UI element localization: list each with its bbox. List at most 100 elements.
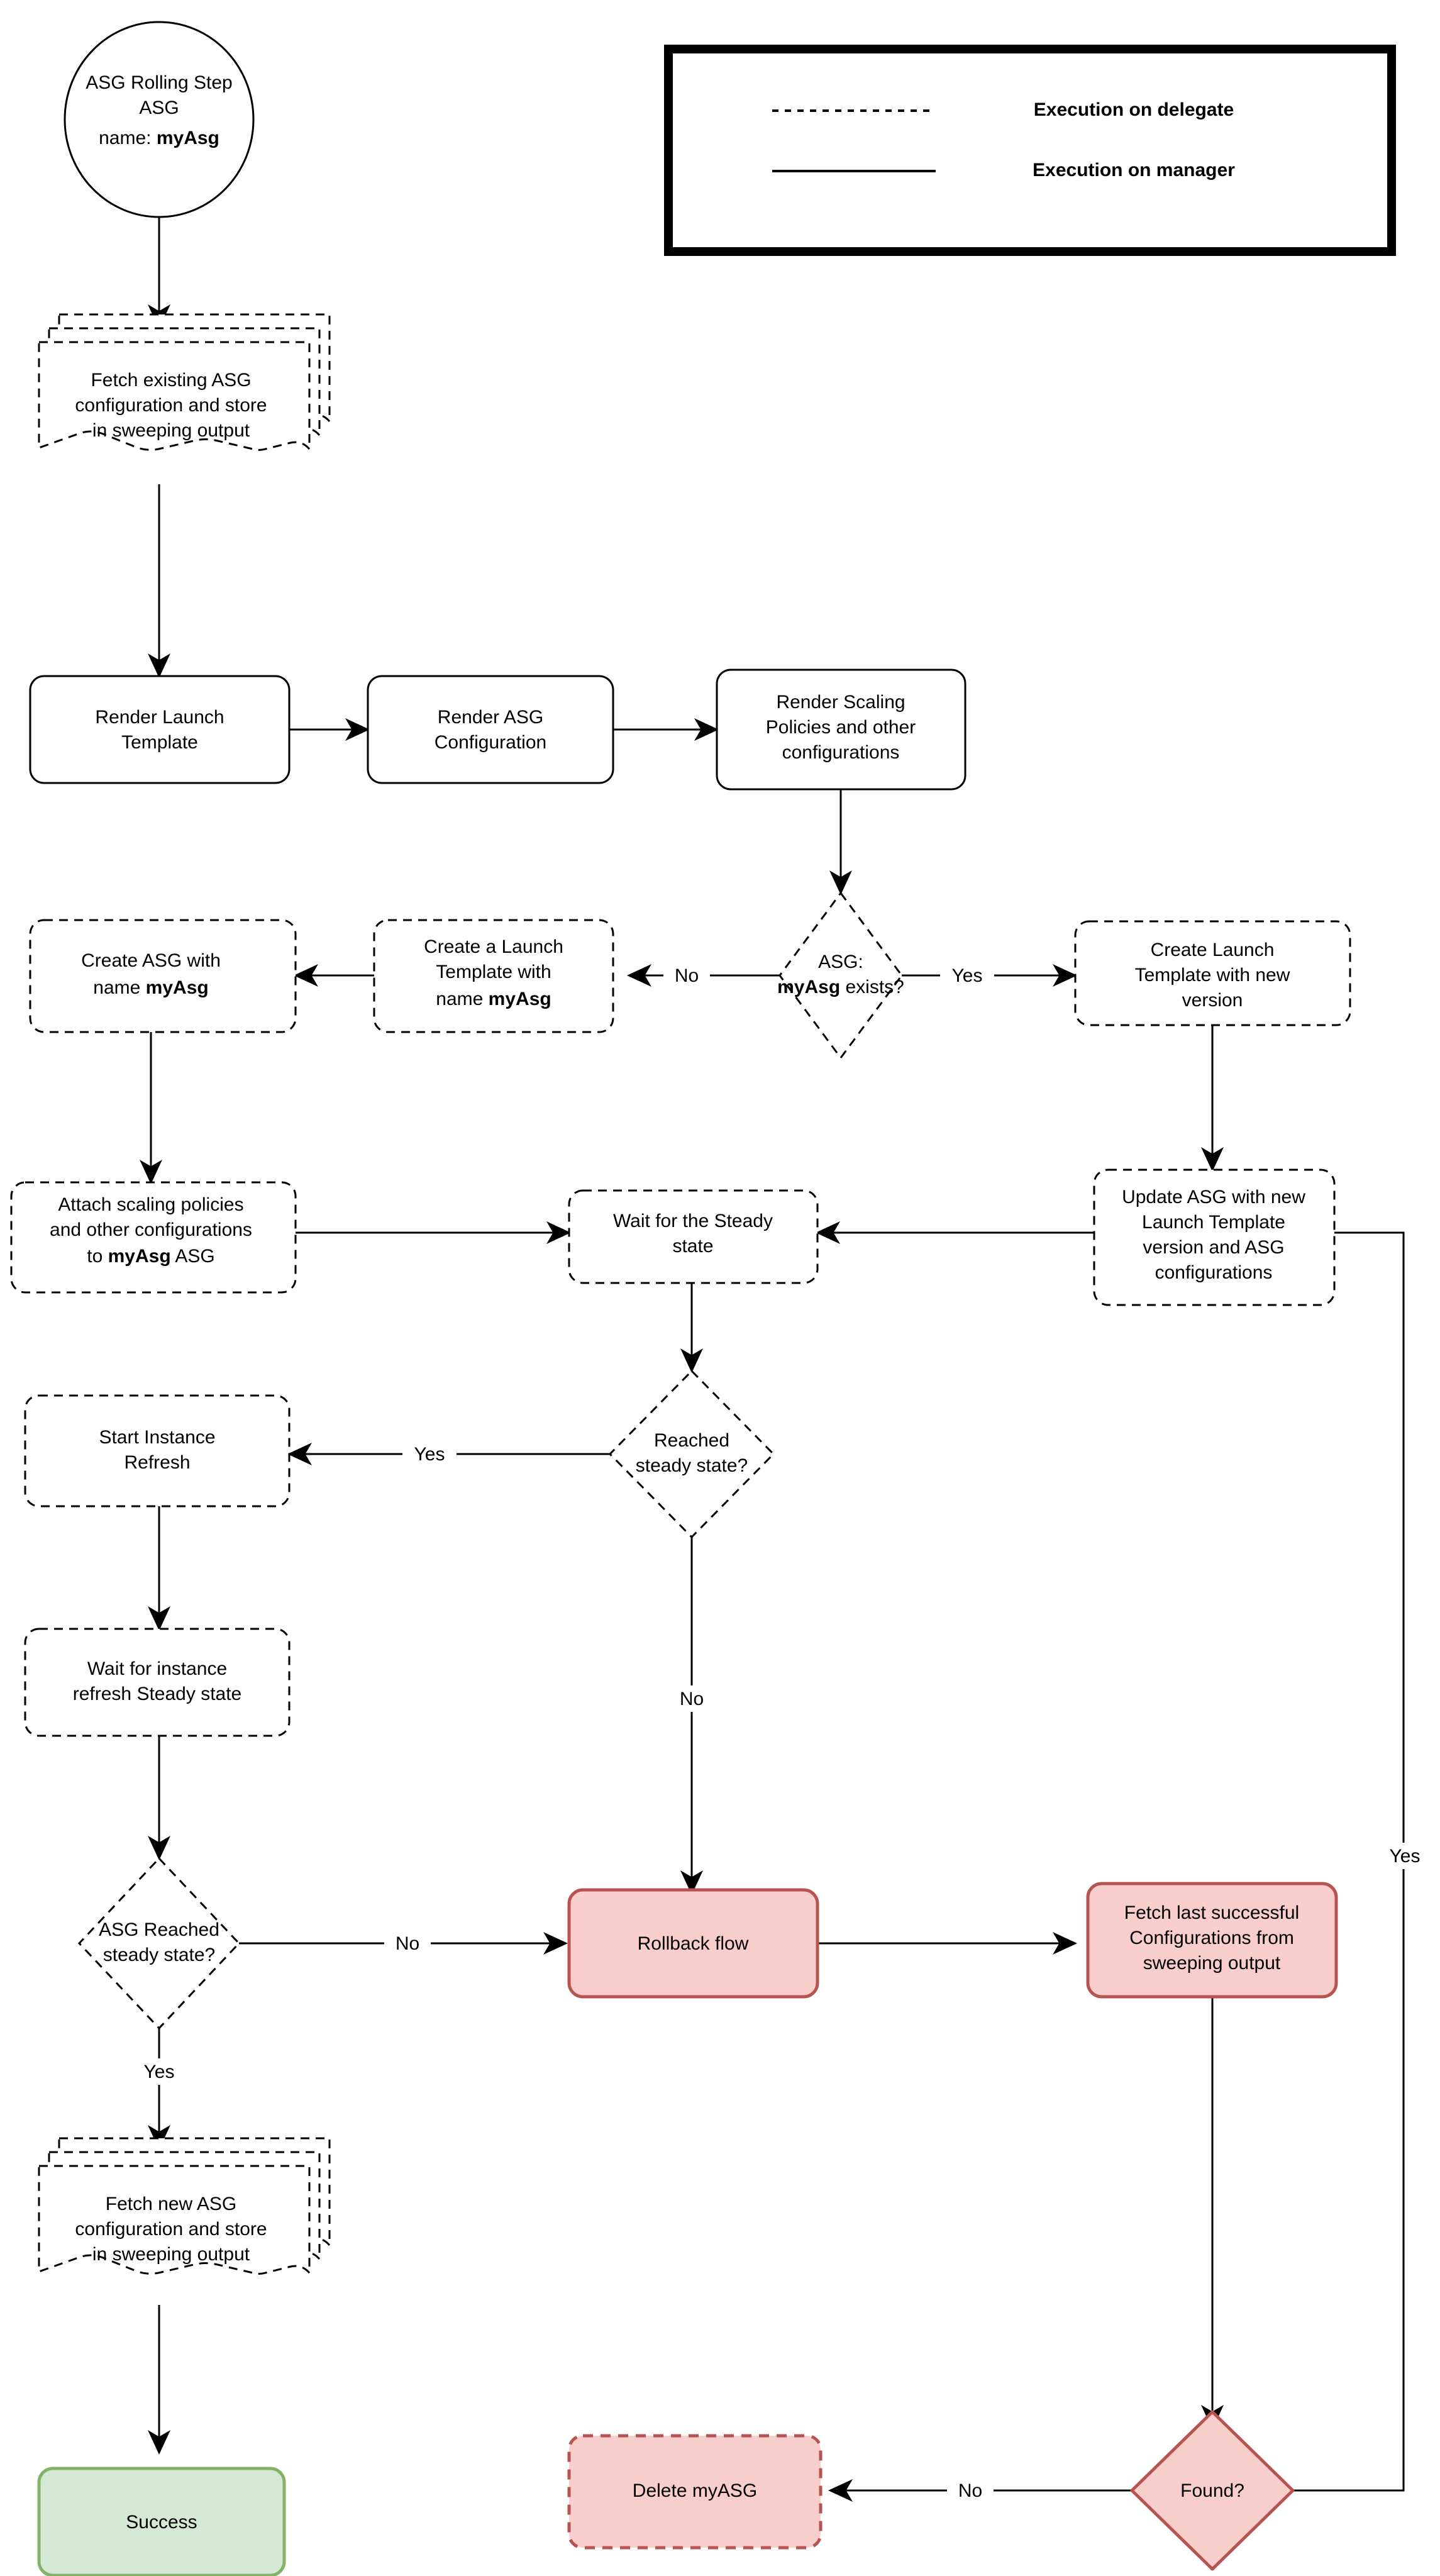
start-refresh-line-2: Refresh: [124, 1452, 190, 1473]
fetch-existing-line-1: Fetch existing ASG: [91, 370, 251, 391]
edge-label-yes-found: Yes: [1390, 1846, 1421, 1867]
node-render-scaling-policies[interactable]: Render Scaling Policies and other config…: [716, 669, 966, 791]
start-line-1: ASG Rolling Step: [86, 72, 232, 93]
node-delete-myasg[interactable]: Delete myASG: [567, 2434, 822, 2550]
label-bg: [668, 1685, 715, 1712]
found-label: Found?: [1180, 2480, 1244, 2501]
node-fetch-new-asg-config[interactable]: Fetch new ASG configuration and store in…: [38, 2137, 331, 2276]
found-diamond[interactable]: [1130, 2410, 1295, 2571]
rollback-box[interactable]: [567, 1888, 819, 1999]
create-asg-line-1: Create ASG with: [81, 950, 221, 971]
node-asg-reached-steady-state-decision[interactable]: ASG Reached steady state?: [77, 1857, 241, 2030]
attach-line-1: Attach scaling policies: [58, 1194, 243, 1215]
create-lt-my-line-2: Template with: [436, 962, 551, 982]
attach-box[interactable]: [10, 1181, 297, 1294]
legend: Execution on delegate Execution on manag…: [664, 45, 1396, 256]
create-lt-new-box[interactable]: [1074, 920, 1351, 1026]
fetch-new-line-3: in sweeping output: [92, 2244, 250, 2265]
node-fetch-existing-asg[interactable]: Fetch existing ASG configuration and sto…: [38, 313, 331, 452]
render-lt-line-1: Render Launch: [95, 707, 224, 728]
reached-steady-line-2: steady state?: [636, 1455, 748, 1476]
node-start-instance-refresh[interactable]: Start Instance Refresh: [24, 1394, 291, 1507]
node-attach-scaling-policies[interactable]: Attach scaling policies and other config…: [10, 1181, 297, 1294]
create-asg-box[interactable]: [29, 919, 297, 1033]
reached-steady-line-1: Reached: [654, 1430, 729, 1451]
wait-refresh-box[interactable]: [24, 1628, 291, 1737]
wait-steady-line-2: state: [672, 1236, 713, 1257]
edge-label-no-found: No: [958, 2480, 982, 2501]
node-render-launch-template[interactable]: Render Launch Template: [29, 675, 291, 784]
node-create-launch-template-myasg[interactable]: Create a Launch Template with name myAsg: [373, 919, 614, 1033]
node-fetch-last-successful[interactable]: Fetch last successful Configurations fro…: [1086, 1882, 1338, 1999]
wait-steady-line-1: Wait for the Steady: [613, 1211, 773, 1231]
start-refresh-line-1: Start Instance: [99, 1427, 215, 1448]
node-asg-exists-decision[interactable]: ASG: myAsg exists?: [777, 891, 904, 1060]
edges: [140, 217, 1405, 2502]
render-asg-box[interactable]: [367, 675, 614, 784]
create-asg-line-2: name myAsg: [93, 977, 208, 998]
asg-reached-line-2: steady state?: [103, 1945, 215, 1965]
fetch-last-box[interactable]: [1086, 1882, 1338, 1999]
wait-steady-box[interactable]: [568, 1189, 819, 1284]
node-start[interactable]: ASG Rolling Step ASG name: myAsg: [64, 21, 255, 218]
node-wait-steady-state[interactable]: Wait for the Steady state: [568, 1189, 819, 1284]
render-lt-box[interactable]: [29, 675, 291, 784]
attach-line-3: to myAsg ASG: [87, 1246, 214, 1267]
fetch-new-line-2: configuration and store: [75, 2219, 267, 2240]
rollback-label: Rollback flow: [638, 1933, 749, 1954]
update-asg-box[interactable]: [1093, 1169, 1336, 1306]
fetch-last-line-1: Fetch last successful: [1124, 1902, 1299, 1923]
asg-exists-line-2: myAsg exists?: [777, 977, 904, 997]
create-lt-my-box[interactable]: [373, 919, 614, 1033]
render-scaling-line-1: Render Scaling: [776, 692, 905, 713]
wait-refresh-line-1: Wait for instance: [87, 1658, 227, 1679]
label-bg: [402, 1441, 457, 1467]
start-refresh-box[interactable]: [24, 1394, 291, 1507]
label-bg: [947, 2477, 994, 2504]
edge-label-yes-asgreached: Yes: [144, 2062, 175, 2082]
update-asg-line-1: Update ASG with new: [1122, 1187, 1305, 1208]
node-success[interactable]: Success: [37, 2467, 286, 2576]
edge-labels: No Yes Yes No No Yes No Yes: [132, 962, 1432, 2504]
create-lt-new-line-3: version: [1182, 990, 1243, 1011]
node-rollback-flow[interactable]: Rollback flow: [567, 1888, 819, 1999]
label-bg: [1378, 1843, 1432, 1869]
node-update-asg[interactable]: Update ASG with new Launch Template vers…: [1093, 1169, 1336, 1306]
render-scaling-box[interactable]: [716, 669, 966, 791]
create-lt-my-line-3: name myAsg: [436, 989, 551, 1009]
node-wait-instance-refresh[interactable]: Wait for instance refresh Steady state: [24, 1628, 291, 1737]
fetch-existing-line-3: in sweeping output: [92, 420, 250, 441]
node-render-asg-configuration[interactable]: Render ASG Configuration: [367, 675, 614, 784]
legend-label-manager: Execution on manager: [1033, 160, 1235, 180]
node-found-decision[interactable]: Found?: [1130, 2410, 1295, 2571]
update-asg-line-4: configurations: [1155, 1262, 1273, 1283]
start-ellipse[interactable]: [64, 21, 255, 218]
fetch-new-line-1: Fetch new ASG: [106, 2194, 236, 2214]
legend-box: [664, 45, 1396, 256]
reached-steady-diamond[interactable]: [608, 1369, 775, 1539]
attach-line-2: and other configurations: [50, 1219, 252, 1240]
doc-layer-1[interactable]: [38, 341, 311, 452]
fetch-last-line-3: sweeping output: [1143, 1953, 1281, 1974]
render-asg-line-2: Configuration: [435, 732, 546, 753]
label-bg: [384, 1930, 431, 1957]
start-line-2: ASG: [139, 97, 179, 118]
node-create-asg[interactable]: Create ASG with name myAsg: [29, 919, 297, 1033]
render-scaling-line-2: Policies and other: [766, 717, 916, 738]
success-box[interactable]: [37, 2467, 286, 2576]
node-create-launch-template-new-version[interactable]: Create Launch Template with new version: [1074, 920, 1351, 1026]
update-asg-line-3: version and ASG: [1143, 1237, 1284, 1258]
label-bg: [663, 962, 710, 989]
node-reached-steady-state-decision[interactable]: Reached steady state?: [608, 1369, 775, 1539]
asg-exists-diamond[interactable]: [778, 891, 903, 1060]
doc2-layer-1[interactable]: [38, 2165, 311, 2276]
edge-label-yes-reached: Yes: [414, 1444, 445, 1465]
delete-asg-box[interactable]: [567, 2434, 822, 2550]
delete-asg-label: Delete myASG: [633, 2480, 757, 2501]
asg-reached-diamond[interactable]: [77, 1857, 241, 2030]
render-lt-line-2: Template: [121, 732, 198, 753]
asg-reached-line-1: ASG Reached: [99, 1919, 219, 1940]
edge-label-no-exists: No: [675, 965, 699, 986]
